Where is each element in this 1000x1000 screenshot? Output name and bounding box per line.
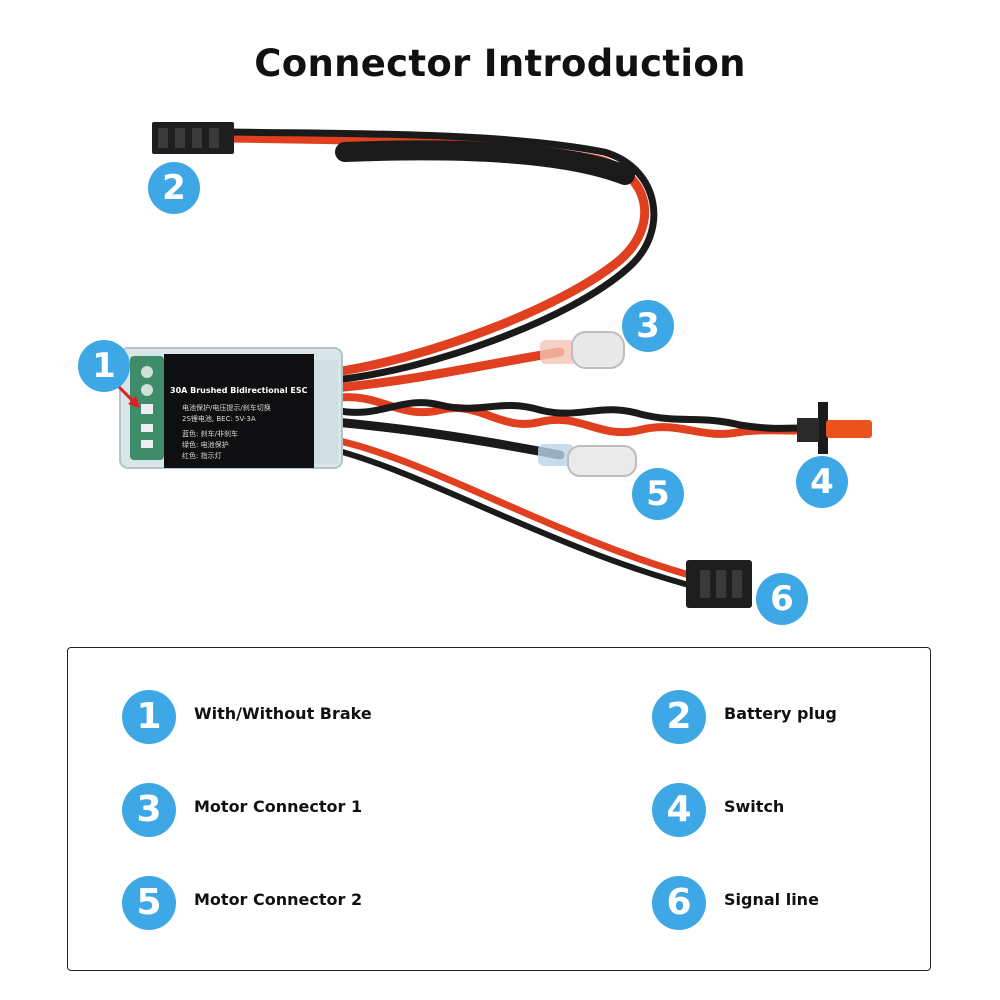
legend-badge-6: 6	[652, 876, 706, 930]
motor-connector-1	[540, 331, 625, 369]
esc-label-line: 红色: 指示灯	[182, 451, 222, 460]
callout-badge-3: 3	[622, 300, 674, 352]
callout-badge-6: 6	[756, 573, 808, 625]
legend-label-6: Signal line	[724, 890, 819, 909]
page-title: Connector Introduction	[254, 42, 746, 85]
esc-label-line: 绿色: 电池保护	[182, 440, 229, 449]
callout-1-arrowhead	[128, 396, 140, 408]
callout-badge-5: 5	[632, 468, 684, 520]
callout-badge-4: 4	[796, 456, 848, 508]
esc-label-title: 30A Brushed Bidirectional ESC	[170, 386, 308, 395]
legend-badge-2: 2	[652, 690, 706, 744]
battery-lead-black	[226, 128, 658, 384]
legend-badge-1: 1	[122, 690, 176, 744]
motor-wire-1	[330, 347, 565, 393]
callout-badge-2: 2	[148, 162, 200, 214]
battery-plug	[152, 122, 234, 154]
esc-body	[119, 347, 343, 469]
legend-box	[67, 647, 931, 971]
legend-badge-3: 3	[122, 783, 176, 837]
legend-label-1: With/Without Brake	[194, 704, 372, 723]
esc-label-line: 电池保护/电压提示/刹车切换	[182, 403, 271, 412]
signal-connector	[686, 560, 752, 608]
heat-shrink-sleeve	[335, 140, 635, 185]
callout-badge-1: 1	[78, 340, 130, 392]
switch-wire-red	[331, 393, 804, 438]
legend-badge-4: 4	[652, 783, 706, 837]
legend-label-2: Battery plug	[724, 704, 837, 723]
legend-label-5: Motor Connector 2	[194, 890, 363, 909]
switch	[797, 402, 872, 454]
esc-label-line: 蓝色: 刹车/非刹车	[182, 429, 238, 438]
esc-label-line: 2S锂电池, BEC: 5V-3A	[182, 414, 256, 423]
motor-wire-2	[330, 417, 565, 460]
legend-label-4: Switch	[724, 797, 785, 816]
switch-wire-black	[331, 399, 804, 432]
signal-wire-red	[331, 436, 704, 582]
legend-badge-5: 5	[122, 876, 176, 930]
motor-connector-2	[538, 444, 637, 477]
legend-label-3: Motor Connector 1	[194, 797, 363, 816]
signal-wire-black	[332, 447, 703, 591]
esc-illustration: 30A Brushed Bidirectional ESC 电池保护/电压提示/…	[116, 122, 872, 608]
